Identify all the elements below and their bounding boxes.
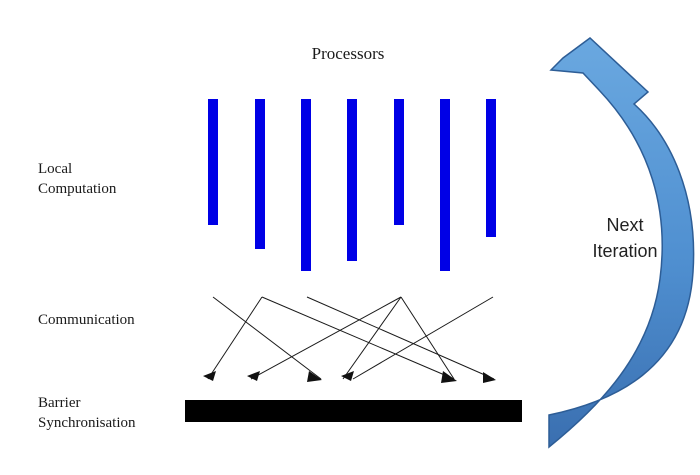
processor-bar (394, 99, 404, 225)
message-arrowhead (307, 371, 322, 382)
next-iteration-label: Next Iteration (592, 215, 658, 261)
message-arrowhead (341, 371, 354, 381)
processor-bars (208, 99, 496, 271)
processor-bar (440, 99, 450, 271)
message-line (250, 296, 402, 380)
message-line (352, 296, 494, 380)
message-arrowhead (483, 372, 496, 383)
message-arrowhead (203, 371, 216, 381)
message-line (400, 296, 455, 380)
message-arrowhead (441, 371, 457, 383)
next-iteration-arrow (548, 37, 695, 449)
message-line (261, 296, 455, 380)
barrier-synchronisation-label: Barrier Synchronisation (38, 395, 136, 431)
barrier-bar (185, 400, 522, 422)
processors-title: Processors (311, 44, 385, 63)
processor-bar (347, 99, 357, 261)
local-computation-label: Local Computation (38, 161, 117, 197)
message-line (342, 296, 402, 380)
message-arrowhead (247, 371, 260, 381)
processor-bar (255, 99, 265, 249)
message-line (212, 296, 322, 380)
processor-bar (208, 99, 218, 225)
processor-bar (301, 99, 311, 271)
processor-bar (486, 99, 496, 237)
message-line (207, 296, 263, 380)
communication-messages (207, 296, 495, 380)
communication-label: Communication (38, 312, 135, 328)
message-arrowheads (203, 371, 496, 383)
message-line (306, 296, 495, 380)
